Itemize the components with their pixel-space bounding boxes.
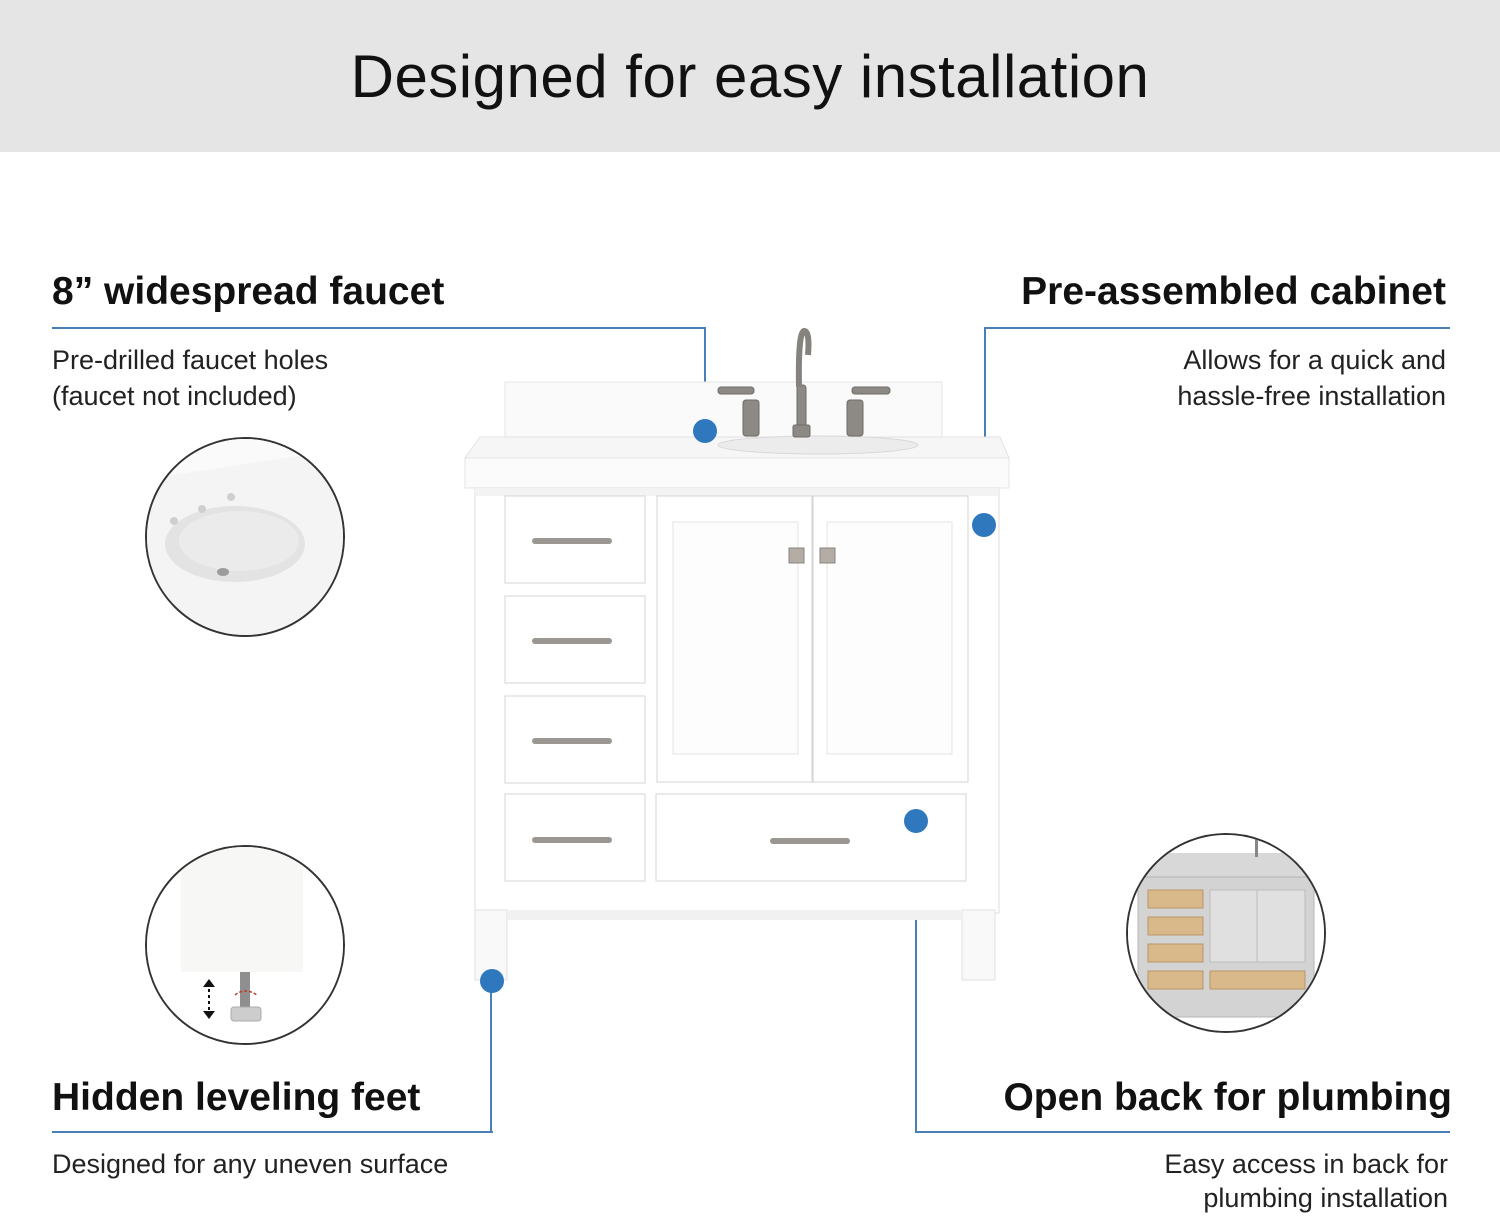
plumbing-desc-line2: plumbing installation bbox=[1203, 1183, 1448, 1213]
open-back-detail-image bbox=[1126, 833, 1326, 1033]
plumbing-leader-line bbox=[915, 1131, 1450, 1133]
cabinet-desc-line1: Allows for a quick and bbox=[1183, 345, 1446, 375]
plumbing-heading: Open back for plumbing bbox=[1003, 1076, 1452, 1119]
cabinet-callout-dot bbox=[972, 513, 996, 537]
faucet-desc-line1: Pre-drilled faucet holes bbox=[52, 345, 329, 375]
feet-leader-line bbox=[52, 1131, 493, 1133]
faucet-leader-drop bbox=[704, 327, 706, 430]
page-title: Designed for easy installation bbox=[350, 43, 1150, 110]
vanity-cabinet-illustration bbox=[464, 327, 1010, 981]
cabinet-desc-line2: hassle-free installation bbox=[1177, 381, 1446, 411]
leveling-foot-detail-image bbox=[145, 845, 345, 1045]
plumbing-desc-line1: Easy access in back for bbox=[1164, 1149, 1448, 1179]
feet-desc-line1: Designed for any uneven surface bbox=[52, 1149, 449, 1179]
cabinet-leader-drop bbox=[984, 327, 986, 524]
cabinet-heading: Pre-assembled cabinet bbox=[1021, 270, 1446, 313]
plumbing-callout-dot bbox=[904, 809, 928, 833]
faucet-desc-line2: (faucet not included) bbox=[52, 381, 297, 411]
feet-leader-drop bbox=[490, 981, 492, 1133]
feet-callout-dot bbox=[480, 969, 504, 993]
plumbing-leader-drop bbox=[915, 821, 917, 1133]
title-banner: Designed for easy installation bbox=[0, 0, 1500, 152]
feet-heading: Hidden leveling feet bbox=[52, 1076, 421, 1119]
faucet-callout-dot bbox=[693, 419, 717, 443]
faucet-leader-line bbox=[52, 327, 706, 329]
faucet-heading: 8” widespread faucet bbox=[52, 270, 445, 313]
faucet-holes-detail-image bbox=[145, 437, 345, 637]
cabinet-leader-line bbox=[984, 327, 1450, 329]
